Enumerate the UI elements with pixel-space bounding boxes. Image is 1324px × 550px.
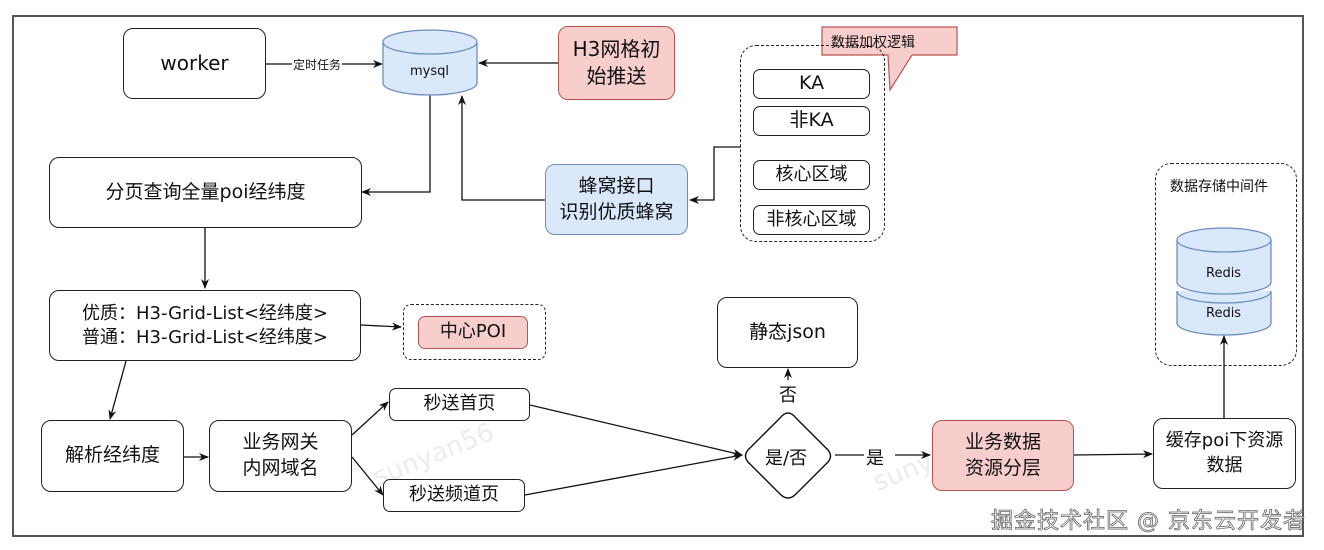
site-watermark: 掘金技术社区 @ 京东云开发者 — [991, 509, 1306, 535]
gateway-line-2: 内网域名 — [242, 457, 319, 479]
redis-label-1: Redis — [1206, 266, 1242, 281]
storage-group-title: 数据存储中间件 — [1170, 179, 1268, 195]
edge-gridlist-parse — [108, 360, 127, 420]
edge-honeycomb-mysql — [458, 95, 545, 201]
paged-query-label: 分页查询全量poi经纬度 — [105, 180, 306, 203]
parse-latlng-node[interactable]: 解析经纬度 — [41, 420, 184, 492]
gateway-line-1: 业务网关 — [242, 431, 319, 454]
edge-gateway-home — [351, 401, 389, 436]
edge-label-scheduled-task: 定时任务 — [292, 56, 343, 73]
h3-init-line-1: H3网格初 — [572, 37, 661, 61]
miaosong-home-node[interactable]: 秒送首页 — [389, 388, 530, 421]
worker-label: worker — [160, 51, 229, 75]
grid-list-node[interactable]: 优质：H3-Grid-List<经纬度> 普通：H3-Grid-List<经纬度… — [49, 290, 361, 361]
weight-item-core-area-label: 核心区域 — [775, 163, 848, 185]
static-json-label: 静态json — [749, 320, 826, 343]
weight-item-ka-label: KA — [798, 72, 825, 95]
diagram-frame — [12, 15, 1304, 537]
weight-item-non-ka-label: 非KA — [789, 109, 834, 132]
miaosong-home-label: 秒送首页 — [423, 393, 496, 415]
mysql-label: mysql — [410, 64, 449, 79]
h3-init-node[interactable]: H3网格初 始推送 — [558, 26, 675, 100]
weight-item-core-area[interactable]: 核心区域 — [753, 160, 870, 190]
center-poi-node[interactable]: 中心POI — [418, 316, 528, 349]
cache-poi-line-2: 数据 — [1206, 454, 1243, 476]
honeycomb-line-2: 识别优质蜂窝 — [559, 200, 674, 223]
cache-poi-node[interactable]: 缓存poi下资源 数据 — [1153, 418, 1296, 489]
redis-label-2: Redis — [1206, 306, 1242, 321]
edge-layering-cache — [1073, 450, 1153, 459]
honeycomb-node[interactable]: 蜂窝接口 识别优质蜂窝 — [545, 164, 688, 235]
decision-label: 是/否 — [765, 448, 808, 469]
edge-weighting-honeycomb — [689, 146, 741, 204]
grid-list-normal: 普通：H3-Grid-List<经纬度> — [81, 326, 329, 348]
parse-latlng-label: 解析经纬度 — [64, 444, 160, 467]
weight-item-ka[interactable]: KA — [753, 69, 870, 99]
business-layering-node[interactable]: 业务数据 资源分层 — [932, 420, 1074, 491]
edge-gateway-channel — [351, 456, 384, 496]
honeycomb-line-1: 蜂窝接口 — [578, 174, 655, 197]
edge-channel-decision — [524, 452, 743, 496]
miaosong-channel-label: 秒送频道页 — [409, 484, 499, 506]
edge-label-yes: 是 — [866, 444, 884, 470]
miaosong-channel-node[interactable]: 秒送频道页 — [383, 479, 525, 512]
center-poi-group — [403, 304, 546, 360]
worker-node[interactable]: worker — [123, 28, 266, 99]
static-json-node[interactable]: 静态json — [717, 297, 858, 368]
center-poi-label: 中心POI — [439, 321, 507, 343]
grid-list-quality: 优质：H3-Grid-List<经纬度> — [81, 303, 329, 325]
storage-group — [1155, 163, 1297, 366]
weighting-group — [740, 45, 885, 242]
mysql-cylinder — [382, 29, 478, 96]
decision-diamond — [744, 412, 832, 499]
edge-gridlist-centerpoi — [360, 322, 402, 331]
business-layering-line-1: 业务数据 — [964, 430, 1041, 453]
weight-item-non-ka[interactable]: 非KA — [753, 106, 870, 136]
weight-item-non-core-area[interactable]: 非核心区域 — [753, 205, 870, 235]
weighting-callout-shape — [821, 26, 958, 92]
paged-query-node[interactable]: 分页查询全量poi经纬度 — [49, 157, 362, 228]
weighting-callout-label: 数据加权逻辑 — [831, 35, 915, 51]
gateway-node[interactable]: 业务网关 内网域名 — [209, 420, 352, 492]
cache-poi-line-1: 缓存poi下资源 — [1165, 430, 1284, 452]
redis-cylinder-stack — [1176, 227, 1272, 336]
h3-init-line-2: 始推送 — [586, 64, 647, 88]
weight-item-non-core-area-label: 非核心区域 — [766, 208, 857, 230]
edge-home-decision — [529, 404, 743, 457]
edge-mysql-pagedquery — [361, 95, 431, 196]
business-layering-line-2: 资源分层 — [964, 456, 1041, 479]
edge-label-no: 否 — [779, 381, 797, 407]
